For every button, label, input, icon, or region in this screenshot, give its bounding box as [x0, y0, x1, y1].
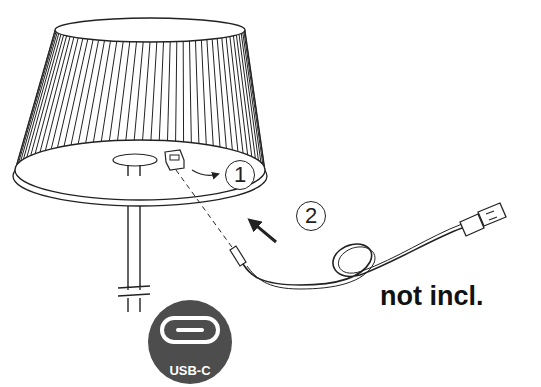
note-label: not incl.	[380, 281, 484, 312]
usb-c-caption: USB-C	[169, 364, 210, 377]
callout-number-node: 1	[225, 160, 255, 190]
usb-port	[170, 155, 179, 160]
usb-c-port-symbol	[162, 318, 218, 342]
callout-number-node: 2	[296, 201, 326, 231]
usb-a-contacts	[486, 211, 497, 220]
guide-line	[176, 170, 234, 250]
open-cover-arrow	[192, 170, 218, 175]
stem-top	[128, 165, 140, 176]
usb-cable-edge	[247, 224, 462, 289]
shade-bottom	[15, 140, 265, 200]
usb-c-icon	[148, 300, 232, 384]
usb-c-plug	[230, 246, 246, 266]
insert-arrow	[252, 222, 276, 242]
usb-c-tongue	[176, 328, 204, 332]
shade-top-rim	[55, 18, 245, 42]
usb-c-caption-node: USB-C	[160, 362, 220, 378]
stem-hole	[113, 154, 157, 166]
usb-cable	[243, 228, 462, 285]
callout-number: 1	[234, 164, 246, 186]
usb-port-cover	[165, 150, 184, 170]
pleat-line	[243, 33, 262, 171]
usb-a-plug-metal	[478, 203, 506, 226]
callout-number: 2	[305, 205, 317, 227]
